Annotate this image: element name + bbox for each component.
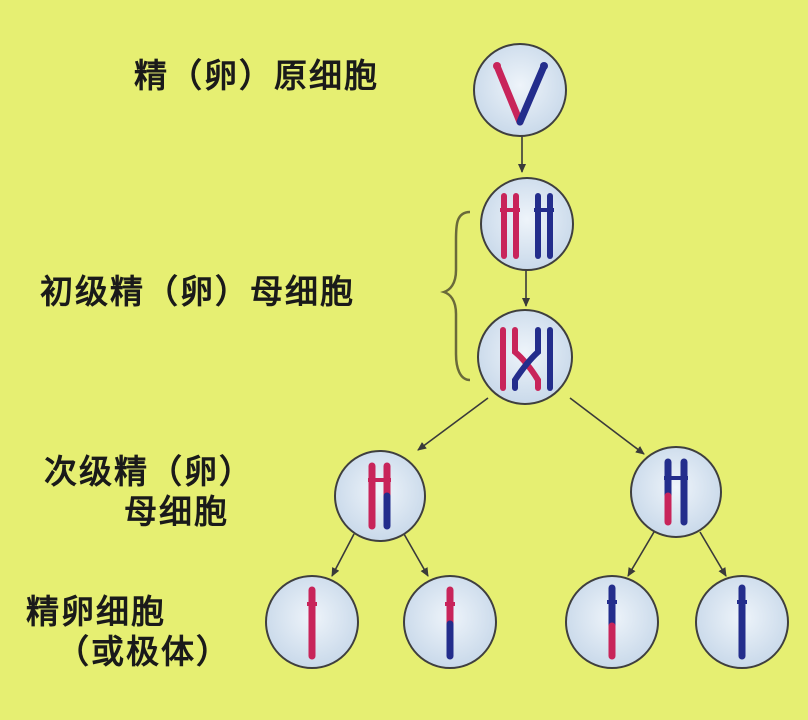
gamete-cell-4	[695, 575, 789, 669]
label-secondary-line2: 母细胞	[124, 492, 229, 531]
primary-cell-prophase	[480, 177, 574, 271]
arrow-3	[417, 397, 489, 451]
arrows	[331, 132, 727, 577]
spermatogonium-cell	[473, 43, 567, 137]
primary-brace	[440, 210, 471, 382]
arrow-5	[331, 533, 355, 577]
gamete-cell-1	[265, 575, 359, 669]
arrow-6	[403, 533, 429, 577]
arrow-4	[569, 397, 645, 455]
secondary-cell-right	[630, 446, 722, 538]
secondary-cell-left	[334, 450, 426, 542]
label-primary-oocyte: 初级精（卵）母细胞	[40, 272, 355, 311]
primary-cell-crossover	[477, 309, 573, 405]
label-gamete-line2: （或极体）	[56, 632, 231, 671]
label-secondary-line1: 次级精（卵）	[44, 452, 254, 491]
gamete-cell-3	[565, 575, 659, 669]
label-gamete-line1: 精卵细胞	[26, 592, 166, 631]
arrow-8	[699, 531, 727, 577]
arrow-7	[627, 531, 655, 577]
label-spermatogonium: 精（卵）原细胞	[134, 56, 379, 95]
gamete-cell-2	[403, 575, 497, 669]
